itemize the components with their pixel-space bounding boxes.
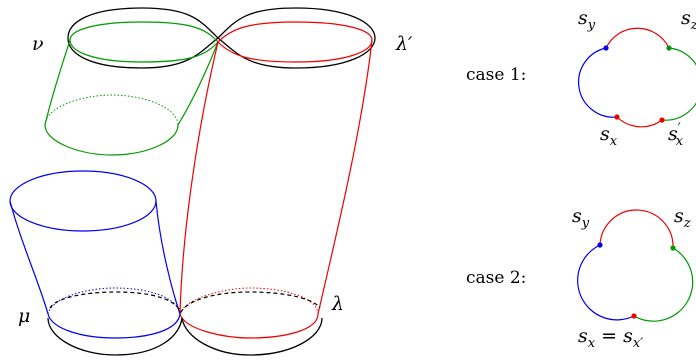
blue-right-side: [155, 200, 181, 315]
green-bottom-front: [44, 124, 179, 156]
case-2-s-y: sy: [572, 205, 590, 231]
case-1-green-dot: [666, 45, 672, 51]
red-bottom-back: [179, 287, 319, 315]
blue-bottom-back: [47, 287, 181, 315]
case-1-red-arc-bottom: [616, 116, 663, 128]
case-1-s-x: sx: [600, 123, 618, 149]
case-1-label: case 1:: [466, 65, 526, 85]
label-mu: μ: [18, 305, 30, 327]
green-bottom-back: [44, 94, 179, 126]
blue-left-side: [9, 200, 49, 315]
case-1-s-z: sz: [681, 7, 696, 33]
red-right-side: [317, 39, 373, 315]
case-1-blue-dot: [603, 45, 609, 51]
case-1-red-dot-left: [614, 114, 620, 120]
label-lambda-prime: λ′: [395, 33, 413, 55]
green-left-side: [44, 39, 71, 126]
green-top-ellipse: [69, 21, 219, 63]
red-bottom-front: [179, 313, 319, 339]
top-boundary-outline: [67, 7, 376, 69]
case-2-label: case 2:: [466, 268, 526, 288]
case-2-blue-dot: [597, 242, 603, 248]
case-2-blue-arc: [577, 244, 635, 321]
case-1-s-y: sy: [578, 7, 596, 33]
case-1-red-dot-right: [659, 117, 665, 123]
case-2-red-dot: [631, 313, 637, 319]
blue-bottom-front: [47, 313, 181, 339]
bottom-boundary-outline: [47, 317, 323, 356]
bottom-back-dashed: [49, 291, 321, 314]
case-1-red-arc-top: [605, 27, 670, 49]
case-1-s-x-prime: s′x: [668, 121, 684, 149]
case-2-green-arc: [633, 247, 694, 322]
red-top-ellipse: [217, 21, 373, 63]
label-lambda: λ: [331, 293, 344, 315]
label-nu: ν: [32, 33, 44, 55]
case-1-blue-arc: [578, 47, 618, 118]
blue-top-ellipse: [9, 170, 157, 232]
case-2-red-arc: [599, 209, 674, 249]
case-2-green-dot: [670, 245, 676, 251]
case-1-green-arc: [661, 47, 696, 121]
red-left-side: [179, 41, 219, 315]
case-2-s-z: sz: [674, 205, 691, 231]
case-2-equation: sx = sx′: [578, 325, 643, 351]
green-right-side: [177, 41, 219, 126]
